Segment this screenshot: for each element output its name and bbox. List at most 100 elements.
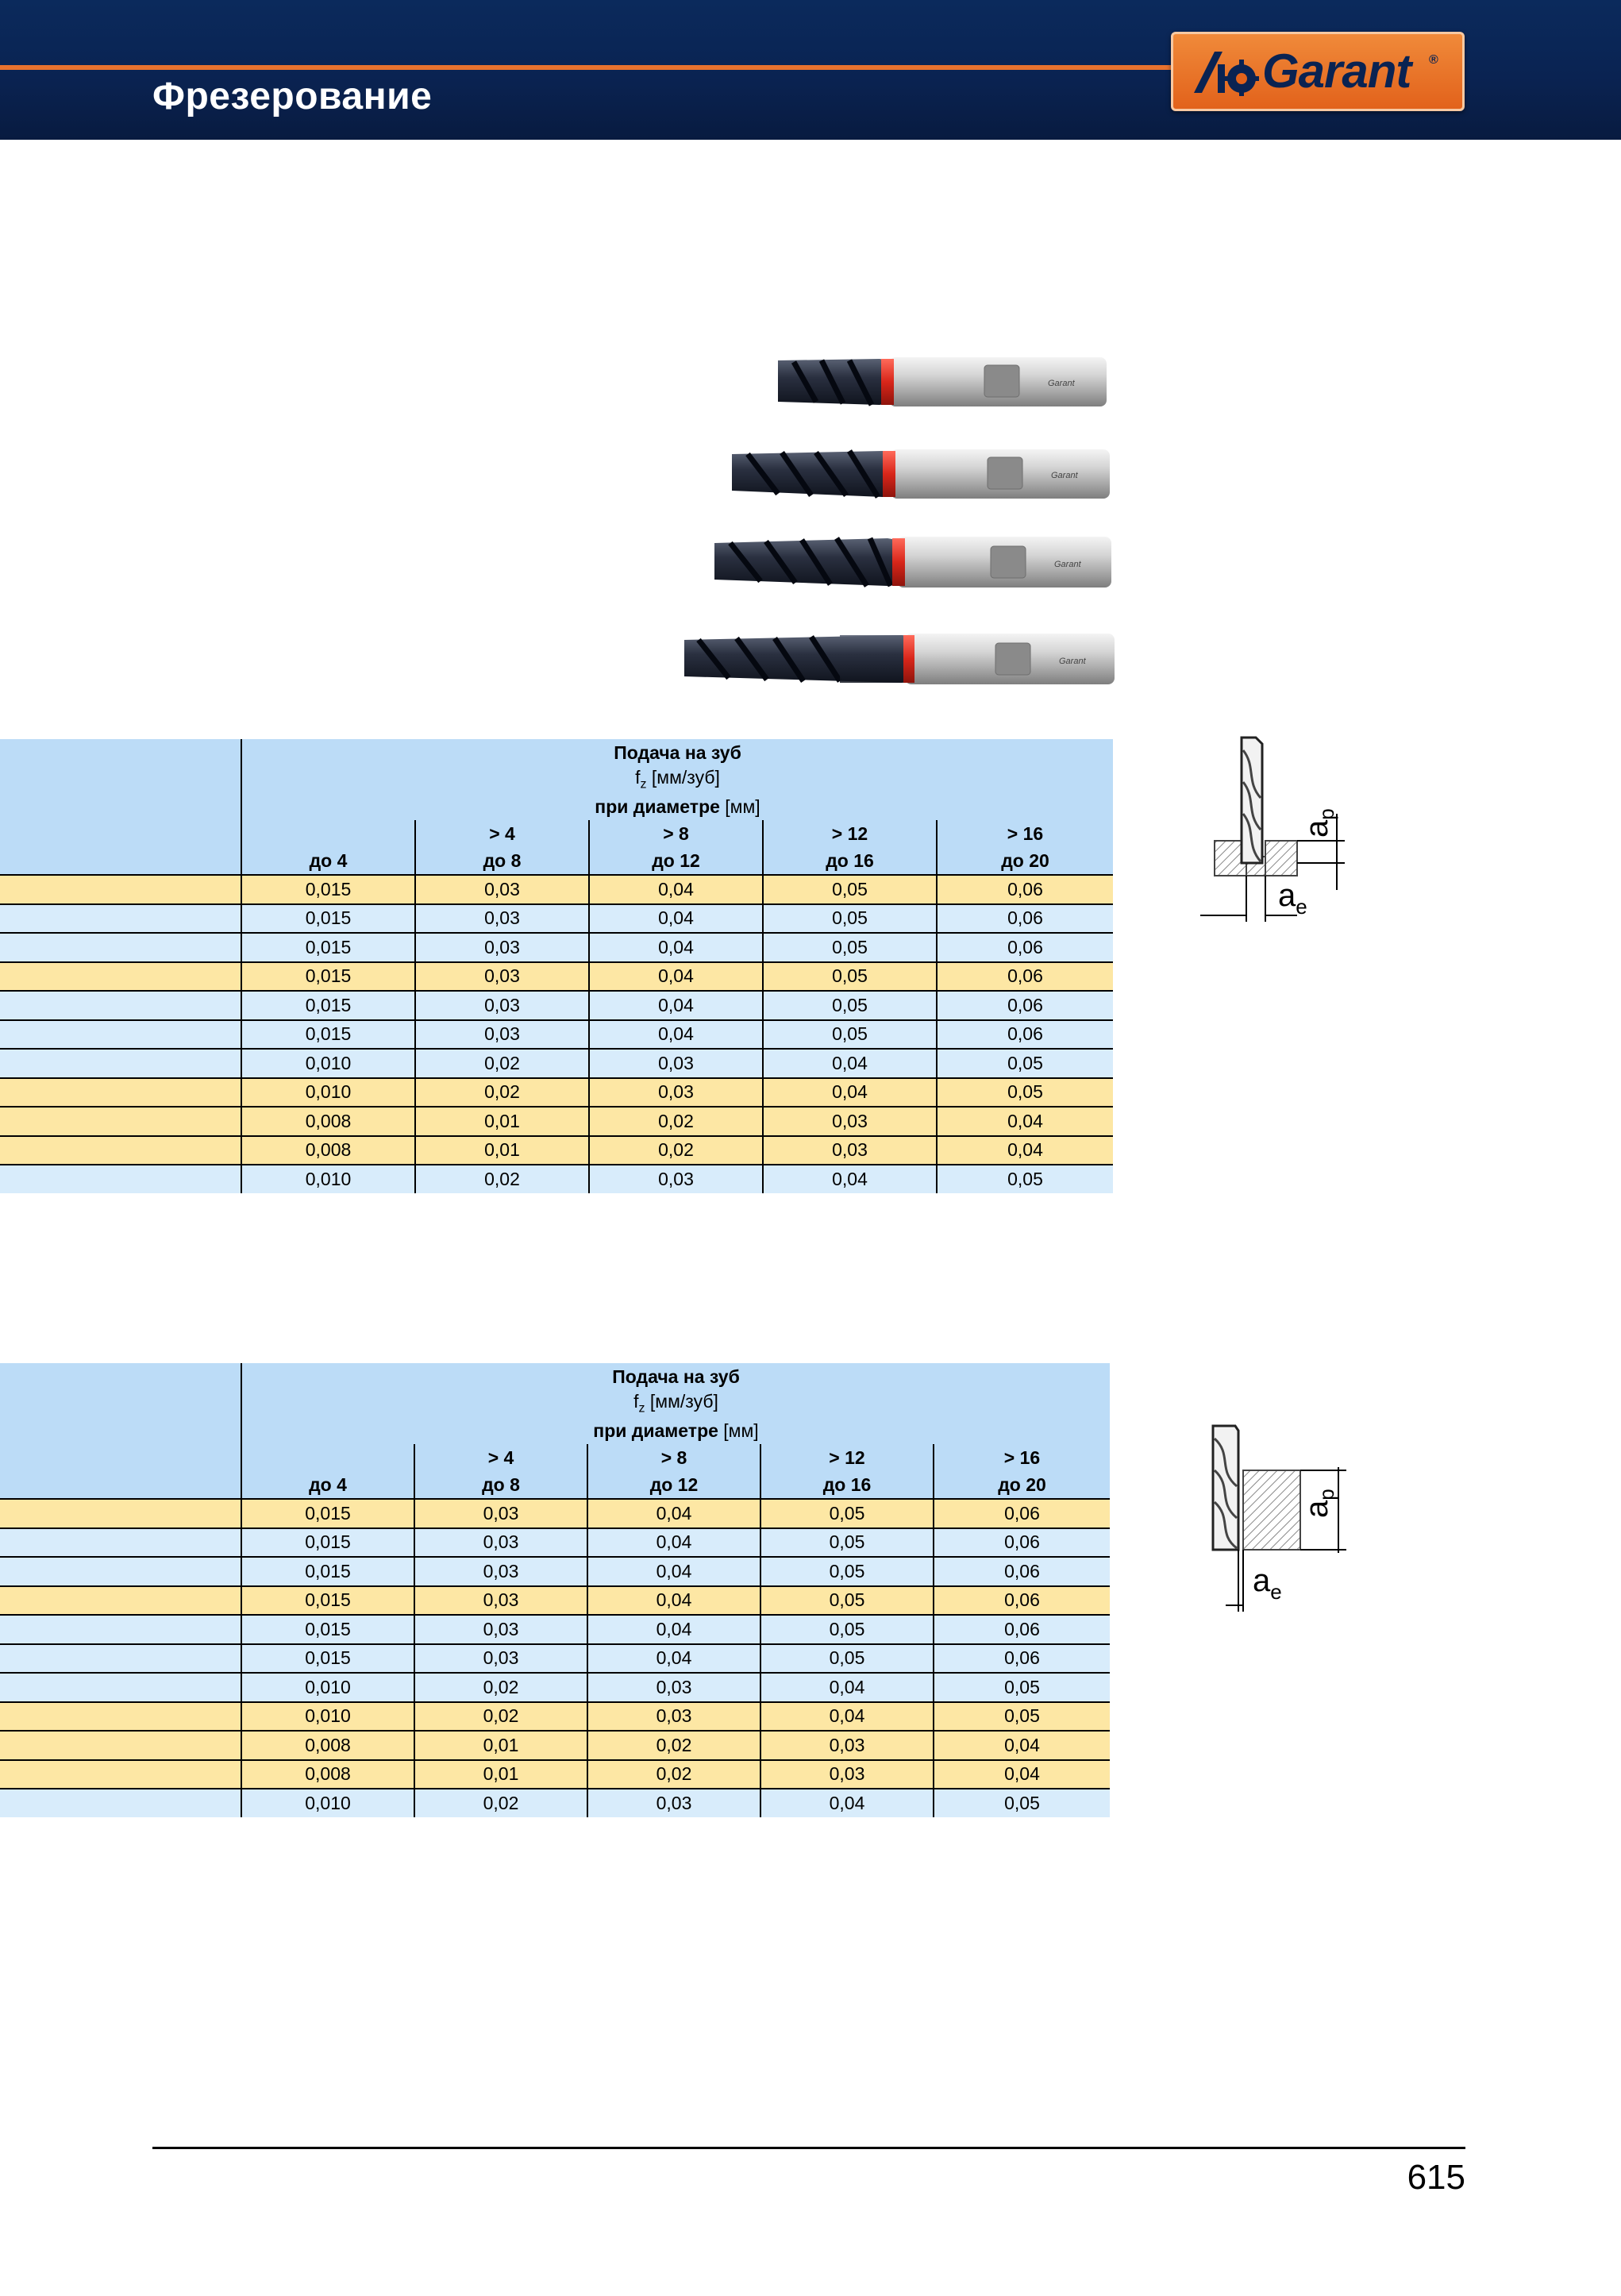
garant-logo: Garant ® bbox=[1171, 32, 1465, 111]
table-label-header-cell bbox=[0, 739, 242, 875]
feed-value-cell: 0,008 bbox=[241, 1730, 415, 1760]
ap-label: ap bbox=[1299, 808, 1338, 838]
column-header-top: > 8 bbox=[589, 820, 764, 847]
feed-value-cell: 0,02 bbox=[415, 1077, 590, 1107]
feed-value-cell: 0,03 bbox=[589, 1164, 764, 1193]
feed-value-cell: 0,015 bbox=[241, 1585, 415, 1615]
column-header-bottom: до 4 bbox=[241, 1471, 415, 1499]
column-header-bottom: до 16 bbox=[763, 847, 938, 875]
feed-value-cell: 0,010 bbox=[241, 1672, 415, 1702]
feed-value-cell: 0,02 bbox=[415, 1048, 590, 1078]
feed-per-tooth-table-2: Подача на зуб fz [мм/зуб] при диаметре [… bbox=[0, 1363, 1110, 1817]
row-label-cell bbox=[0, 932, 242, 962]
feed-value-cell: 0,04 bbox=[763, 1077, 938, 1107]
feed-value-cell: 0,010 bbox=[241, 1701, 415, 1731]
feed-value-cell: 0,02 bbox=[589, 1135, 764, 1165]
feed-value-cell: 0,04 bbox=[760, 1672, 934, 1702]
row-label-cell bbox=[0, 1556, 242, 1586]
feed-value-cell: 0,008 bbox=[241, 1759, 415, 1789]
feed-value-cell: 0,05 bbox=[763, 874, 938, 904]
feed-per-tooth-table-1: Подача на зуб fz [мм/зуб] при диаметре [… bbox=[0, 739, 1113, 1193]
feed-value-cell: 0,04 bbox=[934, 1730, 1110, 1760]
feed-value-cell: 0,02 bbox=[415, 1164, 590, 1193]
feed-value-cell: 0,05 bbox=[760, 1556, 934, 1586]
feed-value-cell: 0,01 bbox=[414, 1730, 588, 1760]
feed-value-cell: 0,04 bbox=[589, 990, 764, 1020]
feed-value-cell: 0,008 bbox=[241, 1106, 416, 1136]
end-mill-tools-image: Garant Garant Garant Garant bbox=[684, 357, 1115, 684]
feed-value-cell: 0,06 bbox=[934, 1498, 1110, 1528]
feed-value-cell: 0,04 bbox=[589, 903, 764, 933]
feed-value-cell: 0,06 bbox=[937, 932, 1113, 962]
feed-value-cell: 0,015 bbox=[241, 932, 416, 962]
feed-value-cell: 0,03 bbox=[760, 1730, 934, 1760]
feed-value-cell: 0,015 bbox=[241, 903, 416, 933]
column-header-top bbox=[241, 820, 416, 847]
column-header-top: > 12 bbox=[763, 820, 938, 847]
feed-value-cell: 0,02 bbox=[414, 1788, 588, 1817]
feed-value-cell: 0,05 bbox=[763, 961, 938, 991]
row-label-cell bbox=[0, 1106, 242, 1136]
feed-value-cell: 0,05 bbox=[763, 932, 938, 962]
feed-value-cell: 0,03 bbox=[763, 1135, 938, 1165]
column-header-bottom: до 12 bbox=[589, 847, 764, 875]
feed-value-cell: 0,02 bbox=[589, 1106, 764, 1136]
column-header-top: > 12 bbox=[760, 1444, 934, 1471]
feed-value-cell: 0,01 bbox=[415, 1135, 590, 1165]
end-mill-tool-2: Garant bbox=[732, 449, 1110, 499]
feed-value-cell: 0,04 bbox=[587, 1614, 761, 1644]
feed-value-cell: 0,04 bbox=[589, 1019, 764, 1049]
feed-value-cell: 0,03 bbox=[415, 874, 590, 904]
feed-value-cell: 0,03 bbox=[414, 1614, 588, 1644]
feed-value-cell: 0,04 bbox=[937, 1135, 1113, 1165]
row-label-cell bbox=[0, 990, 242, 1020]
feed-value-cell: 0,010 bbox=[241, 1048, 416, 1078]
column-header-top: > 16 bbox=[934, 1444, 1110, 1471]
svg-text:Garant: Garant bbox=[1054, 560, 1082, 569]
feed-value-cell: 0,05 bbox=[937, 1077, 1113, 1107]
feed-value-cell: 0,03 bbox=[415, 903, 590, 933]
row-label-cell bbox=[0, 1135, 242, 1165]
ap-label: ap bbox=[1299, 1489, 1338, 1518]
table-title: Подача на зуб bbox=[241, 739, 1113, 766]
feed-value-cell: 0,02 bbox=[587, 1759, 761, 1789]
feed-value-cell: 0,05 bbox=[760, 1614, 934, 1644]
feed-value-cell: 0,010 bbox=[241, 1788, 415, 1817]
feed-value-cell: 0,01 bbox=[415, 1106, 590, 1136]
svg-text:Garant: Garant bbox=[1051, 471, 1079, 480]
feed-value-cell: 0,05 bbox=[760, 1527, 934, 1557]
feed-value-cell: 0,04 bbox=[589, 874, 764, 904]
feed-value-cell: 0,06 bbox=[937, 961, 1113, 991]
table-fz-unit: fz [мм/зуб] bbox=[241, 766, 1113, 793]
row-label-cell bbox=[0, 961, 242, 991]
page-title: Фрезерование bbox=[152, 75, 433, 117]
feed-value-cell: 0,04 bbox=[589, 932, 764, 962]
column-header-top: > 16 bbox=[937, 820, 1113, 847]
end-mill-tool-1: Garant bbox=[778, 357, 1107, 406]
feed-value-cell: 0,05 bbox=[763, 990, 938, 1020]
row-label-cell bbox=[0, 1498, 242, 1528]
svg-text:Garant: Garant bbox=[1048, 379, 1076, 388]
feed-value-cell: 0,06 bbox=[937, 903, 1113, 933]
logo-wordmark: Garant bbox=[1262, 44, 1411, 98]
logo-registered-mark: ® bbox=[1429, 53, 1438, 67]
row-label-cell bbox=[0, 1788, 242, 1817]
feed-value-cell: 0,03 bbox=[414, 1556, 588, 1586]
feed-value-cell: 0,03 bbox=[414, 1643, 588, 1673]
feed-value-cell: 0,03 bbox=[415, 932, 590, 962]
feed-value-cell: 0,05 bbox=[763, 1019, 938, 1049]
feed-value-cell: 0,04 bbox=[763, 1164, 938, 1193]
feed-value-cell: 0,015 bbox=[241, 961, 416, 991]
table-diameter-caption: при диаметре [мм] bbox=[241, 793, 1113, 820]
